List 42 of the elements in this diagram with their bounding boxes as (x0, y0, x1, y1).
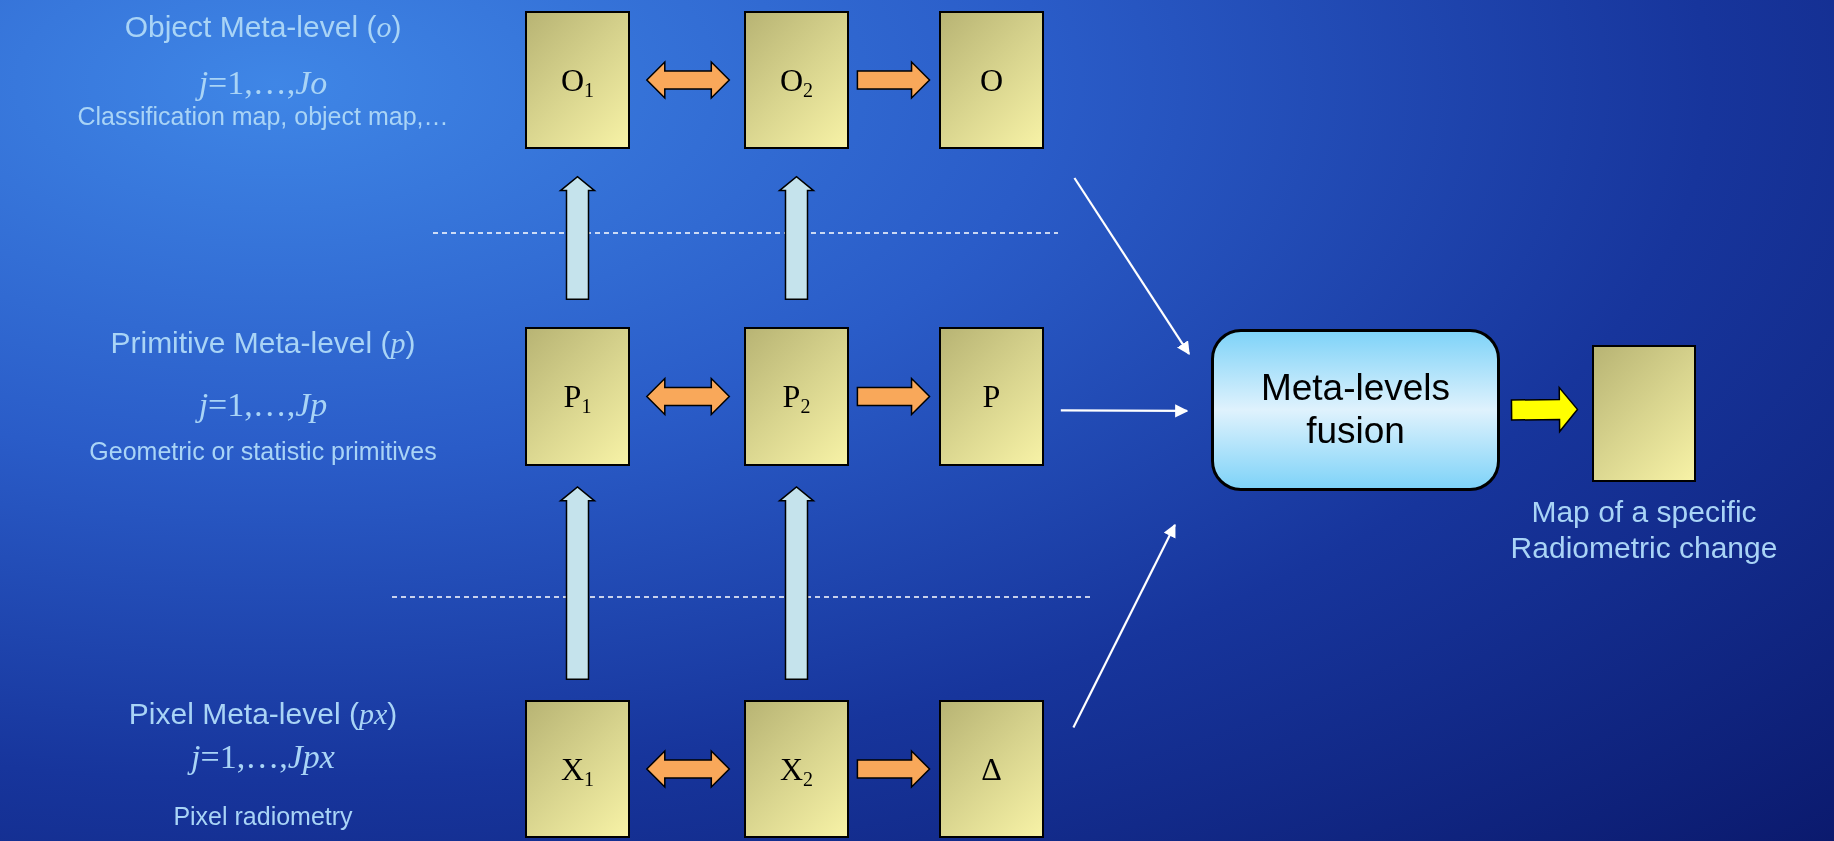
process-box (525, 700, 630, 838)
process-box (744, 11, 849, 149)
box-symbol: X$_{1}$ (560, 750, 595, 788)
box-symbol: O$_{1}$ (560, 61, 595, 99)
arrow (1073, 177, 1190, 356)
block-arrow (645, 376, 731, 417)
block-arrow (856, 376, 931, 417)
arrow (1060, 404, 1189, 418)
box-symbol: P (982, 378, 1001, 415)
box-symbol: P$_{1}$ (563, 378, 592, 415)
level-title: Object Meta-level (o) (124, 10, 402, 44)
box-symbol: O$_{2}$ (779, 61, 814, 99)
process-box (939, 327, 1044, 466)
level-title: Pixel Meta-level (px) (128, 697, 398, 731)
block-arrow (645, 749, 731, 789)
level-title: Primitive Meta-level (p) (110, 326, 416, 360)
block-arrow (1510, 385, 1579, 434)
level-description: Geometric or statistic primitives (89, 437, 437, 466)
process-box (744, 327, 849, 466)
block-arrow (777, 485, 816, 681)
process-box (939, 11, 1044, 149)
block-arrow (645, 60, 731, 100)
block-arrow (856, 749, 931, 789)
process-box (525, 11, 630, 149)
process-box (744, 700, 849, 838)
process-box (525, 327, 630, 466)
arrow (1072, 523, 1176, 729)
level-description: Pixel radiometry (173, 802, 353, 831)
box-label: Meta-levels fusion (1259, 367, 1452, 453)
node-label: Map of a specific Radiometric change (1509, 494, 1779, 566)
blank-box (1592, 345, 1696, 482)
level-description: Classification map, object map,… (77, 102, 449, 131)
block-arrow (856, 60, 931, 100)
box-symbol: O (979, 61, 1004, 99)
fusion-box (1211, 329, 1500, 491)
block-arrow (558, 175, 597, 300)
box-symbol: X$_{2}$ (779, 750, 814, 788)
process-box (939, 700, 1044, 838)
block-arrow (777, 175, 816, 300)
block-arrow (558, 485, 597, 681)
box-symbol: P$_{2}$ (782, 378, 811, 415)
box-symbol: Δ (981, 750, 1002, 788)
